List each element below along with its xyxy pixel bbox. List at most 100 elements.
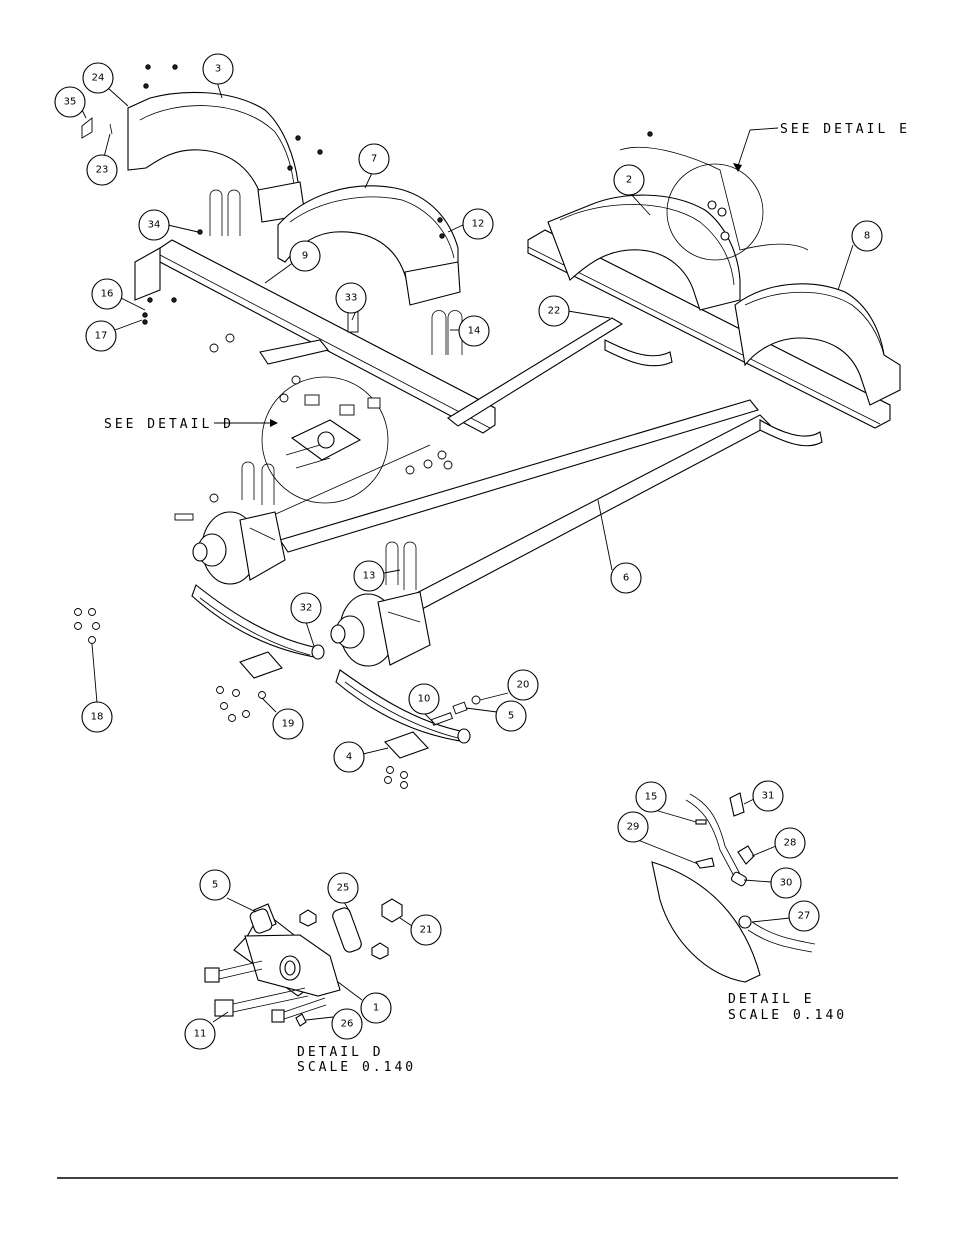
u-bolt-front-top [209, 189, 241, 236]
svg-text:29: 29 [627, 822, 640, 833]
svg-text:22: 22 [548, 306, 561, 317]
svg-text:18: 18 [91, 712, 104, 723]
callout-6: 6 [610, 562, 642, 594]
detail-e-circle [619, 146, 809, 261]
hub-drum-rear [330, 591, 431, 667]
u-bolt-front-bottom [241, 461, 275, 505]
callout-34: 34 [138, 209, 170, 241]
callout-4: 4 [333, 741, 365, 773]
callout-33: 33 [335, 282, 367, 314]
callout-22: 22 [538, 295, 570, 327]
hub-drum-front [192, 511, 286, 585]
svg-text:13: 13 [363, 571, 376, 582]
detail-e-title: DETAIL E [728, 992, 815, 1007]
fender-front-left [127, 91, 306, 223]
callout-29: 29 [617, 811, 649, 843]
leaf-spring-32 [191, 584, 325, 660]
svg-text:7: 7 [371, 154, 377, 165]
callout-35: 35 [54, 86, 86, 118]
frame-rail-front [134, 239, 496, 434]
callout-9: 9 [289, 240, 321, 272]
callout-18: 18 [81, 701, 113, 733]
detail-d-circle [261, 376, 389, 504]
loose-hardware [74, 64, 653, 789]
svg-text:17: 17 [95, 331, 108, 342]
callout-19: 19 [272, 708, 304, 740]
leader-lines [78, 81, 854, 1023]
svg-text:35: 35 [64, 97, 77, 108]
svg-text:19: 19 [282, 719, 295, 730]
svg-text:25: 25 [337, 883, 350, 894]
svg-text:12: 12 [472, 219, 485, 230]
detail-d-view [204, 898, 403, 1027]
callout-25: 25 [327, 872, 359, 904]
svg-text:27: 27 [798, 911, 811, 922]
svg-text:1: 1 [373, 1003, 379, 1014]
fender-rear-right [734, 283, 901, 406]
detail-e-scale: SCALE 0.140 [728, 1008, 847, 1023]
svg-text:14: 14 [468, 326, 481, 337]
callout-15: 15 [635, 781, 667, 813]
detail-d-scale: SCALE 0.140 [297, 1060, 416, 1075]
svg-text:5: 5 [212, 880, 218, 891]
callout-13: 13 [353, 560, 385, 592]
see-detail-e-label: SEE DETAIL E [780, 122, 910, 137]
frame-rail-rear [527, 229, 891, 429]
svg-text:3: 3 [215, 64, 221, 75]
callout-11: 11 [184, 1018, 216, 1050]
svg-text:31: 31 [762, 791, 775, 802]
see-detail-d-label: SEE DETAIL D [104, 417, 234, 432]
cross-tube-6 [239, 317, 771, 627]
callout-17: 17 [85, 320, 117, 352]
svg-text:9: 9 [302, 251, 308, 262]
detail-d-title: DETAIL D [297, 1045, 384, 1060]
callout-27: 27 [788, 900, 820, 932]
svg-text:23: 23 [96, 165, 109, 176]
fender-front-right [277, 185, 461, 306]
callout-10: 10 [408, 683, 440, 715]
svg-text:20: 20 [517, 680, 530, 691]
svg-text:33: 33 [345, 293, 358, 304]
svg-text:32: 32 [300, 603, 313, 614]
svg-text:10: 10 [418, 694, 431, 705]
callout-21: 21 [410, 914, 442, 946]
svg-text:5: 5 [508, 711, 514, 722]
svg-text:11: 11 [194, 1029, 207, 1040]
callout-7: 7 [358, 143, 390, 175]
callout-12: 12 [462, 208, 494, 240]
callout-16: 16 [91, 278, 123, 310]
callout-14: 14 [458, 315, 490, 347]
svg-text:6: 6 [623, 573, 629, 584]
callout-24: 24 [82, 62, 114, 94]
callout-20: 20 [507, 669, 539, 701]
callout-23: 23 [86, 154, 118, 186]
callout-8: 8 [851, 220, 883, 252]
callout-28: 28 [774, 827, 806, 859]
svg-text:28: 28 [784, 838, 797, 849]
callout-31: 31 [752, 780, 784, 812]
svg-text:21: 21 [420, 925, 433, 936]
svg-text:16: 16 [101, 289, 114, 300]
fender-rear-left [547, 194, 741, 311]
svg-text:15: 15 [645, 792, 658, 803]
svg-text:8: 8 [864, 231, 870, 242]
svg-text:26: 26 [341, 1019, 354, 1030]
callout-32: 32 [290, 592, 322, 624]
callout-3: 3 [202, 53, 234, 85]
u-bolt-13 [385, 541, 417, 590]
detail-e-view [651, 792, 816, 983]
callout-1: 1 [360, 992, 392, 1024]
spring-plates [239, 651, 429, 759]
svg-text:4: 4 [346, 752, 352, 763]
equalizer-hangers [604, 339, 823, 447]
svg-text:30: 30 [780, 878, 793, 889]
callout-5-detail-d: 5 [199, 869, 231, 901]
callout-26: 26 [331, 1008, 363, 1040]
callout-2: 2 [613, 164, 645, 196]
svg-text:34: 34 [148, 220, 161, 231]
u-bolt-14 [431, 310, 463, 355]
callout-5-main: 5 [495, 700, 527, 732]
svg-text:24: 24 [92, 73, 105, 84]
callout-30: 30 [770, 867, 802, 899]
